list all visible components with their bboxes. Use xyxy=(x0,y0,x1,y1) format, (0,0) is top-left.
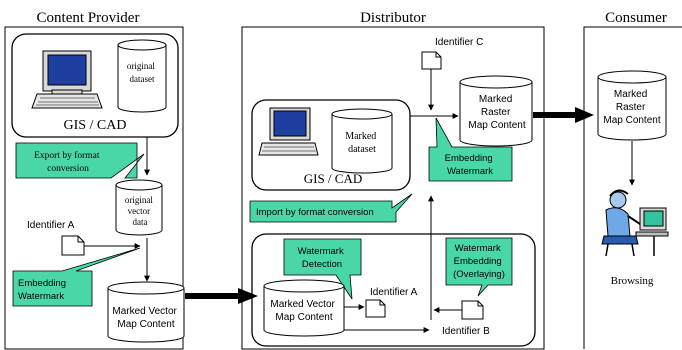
identifier-b-label: Identifier B xyxy=(442,326,490,337)
export-callout-line-2: conversion xyxy=(47,164,89,174)
svg-text:Embedding Watermark: Embedding Watermark xyxy=(445,153,496,177)
svg-text:Export by format convers: Export by format conversion xyxy=(34,150,102,174)
import-callout-text: Import by format conversion xyxy=(256,207,374,218)
column-title-distributor: Distributor xyxy=(360,10,426,26)
provider-marked-vector-line-1: Marked Vector xyxy=(112,306,177,317)
provider-marked-vector-cylinder: Marked Vector Map Content xyxy=(107,281,185,343)
vector-data-label-2: vector xyxy=(128,206,151,216)
overlay-line-2: Embedding xyxy=(454,256,502,267)
consumer-raster-line-1: Marked xyxy=(614,89,647,100)
svg-text:Marked Raster Map: Marked Raster Map Content xyxy=(468,94,525,131)
provider-gis-label: GIS / CAD xyxy=(63,118,126,133)
distributor-embedding-callout: Embedding Watermark xyxy=(428,117,513,182)
user-at-computer-icon xyxy=(601,189,669,257)
distributor-marked-vector-line-2: Map Content xyxy=(275,312,332,323)
svg-text:Watermark Embedding: Watermark Embedding (Overlaying) xyxy=(453,243,505,280)
svg-text:original vector da: original vector data xyxy=(125,195,155,227)
provider-embedding-line-1: Embedding xyxy=(18,278,66,289)
consumer-column xyxy=(583,26,682,349)
svg-text:Marked dataset: Marked dataset xyxy=(345,131,379,155)
overlay-line-1: Watermark xyxy=(455,243,501,254)
distributor-gis-box xyxy=(251,99,411,191)
vector-data-label-3: data xyxy=(133,217,148,227)
distributor-raster-line-3: Map Content xyxy=(468,120,525,131)
export-callout: Export by format conversion xyxy=(15,142,145,179)
column-title-provider: Content Provider xyxy=(37,10,140,26)
original-dataset-cylinder: original dataset xyxy=(117,39,167,113)
detection-line-1: Watermark xyxy=(298,246,344,257)
provider-gis-box xyxy=(11,33,179,138)
original-dataset-label-1: original xyxy=(127,61,155,71)
distributor-watermark-box xyxy=(251,233,536,347)
distributor-identifier-a-label: Identifier A xyxy=(370,287,418,298)
svg-text:Marked Vector Map Conten: Marked Vector Map Content xyxy=(270,299,337,323)
vector-data-label-1: original xyxy=(125,195,153,205)
original-dataset-label-2: dataset xyxy=(130,74,155,84)
vector-data-cylinder: original vector data xyxy=(115,179,163,236)
distributor-raster-line-2: Raster xyxy=(481,107,511,118)
svg-text:original dataset: original dataset xyxy=(127,61,157,84)
import-callout: Import by format conversion xyxy=(249,193,413,223)
provider-identifier-a-label: Identifier A xyxy=(27,220,75,231)
provider-embedding-callout: Embedding Watermark xyxy=(12,247,141,307)
identifier-c-document-icon xyxy=(421,51,442,70)
computer-icon xyxy=(31,50,103,109)
svg-text:Embedding Watermark: Embedding Watermark xyxy=(18,278,69,302)
marked-dataset-cylinder: Marked dataset xyxy=(331,108,393,174)
svg-text:Marked Raster Map: Marked Raster Map Content xyxy=(603,89,660,126)
overlay-line-3: (Overlaying) xyxy=(453,269,505,280)
identifier-a-document-icon xyxy=(61,235,85,256)
overlay-callout: Watermark Embedding (Overlaying) xyxy=(445,237,513,297)
big-arrow-to-distributor xyxy=(185,288,258,304)
detection-line-2: Detection xyxy=(302,259,342,270)
export-callout-line-1: Export by format xyxy=(34,150,100,161)
column-title-consumer: Consumer xyxy=(605,10,667,26)
provider-embedding-line-2: Watermark xyxy=(18,291,64,302)
distributor-marked-vector-line-1: Marked Vector xyxy=(270,299,335,310)
identifier-b-document-icon xyxy=(461,300,484,320)
identifier-c-label: Identifier C xyxy=(435,37,483,48)
distributor-column xyxy=(241,26,545,350)
distributor-computer-icon xyxy=(258,107,319,156)
provider-marked-vector-line-2: Map Content xyxy=(117,319,174,330)
browsing-label: Browsing xyxy=(611,275,654,287)
svg-text:Watermark Detection: Watermark Detection xyxy=(298,246,347,270)
distributor-embedding-line-1: Embedding xyxy=(445,153,493,164)
distributor-embedding-line-2: Watermark xyxy=(447,166,493,177)
marked-dataset-line-2: dataset xyxy=(348,144,376,155)
consumer-raster-line-3: Map Content xyxy=(603,115,660,126)
distributor-gis-label: GIS / CAD xyxy=(304,171,363,186)
consumer-raster-cylinder: Marked Raster Map Content xyxy=(597,70,667,141)
svg-text:Marked Vector Map Conten: Marked Vector Map Content xyxy=(112,306,179,330)
consumer-raster-line-2: Raster xyxy=(616,102,646,113)
detection-callout: Watermark Detection xyxy=(283,238,362,300)
distributor-identifier-a-icon xyxy=(365,299,386,318)
distributor-raster-line-1: Marked xyxy=(479,94,512,105)
big-arrow-to-consumer xyxy=(533,107,594,123)
marked-dataset-line-1: Marked xyxy=(345,131,376,142)
distributor-marked-vector-cylinder: Marked Vector Map Content xyxy=(263,279,345,337)
provider-column xyxy=(4,26,184,350)
distributor-raster-cylinder: Marked Raster Map Content xyxy=(459,75,533,147)
